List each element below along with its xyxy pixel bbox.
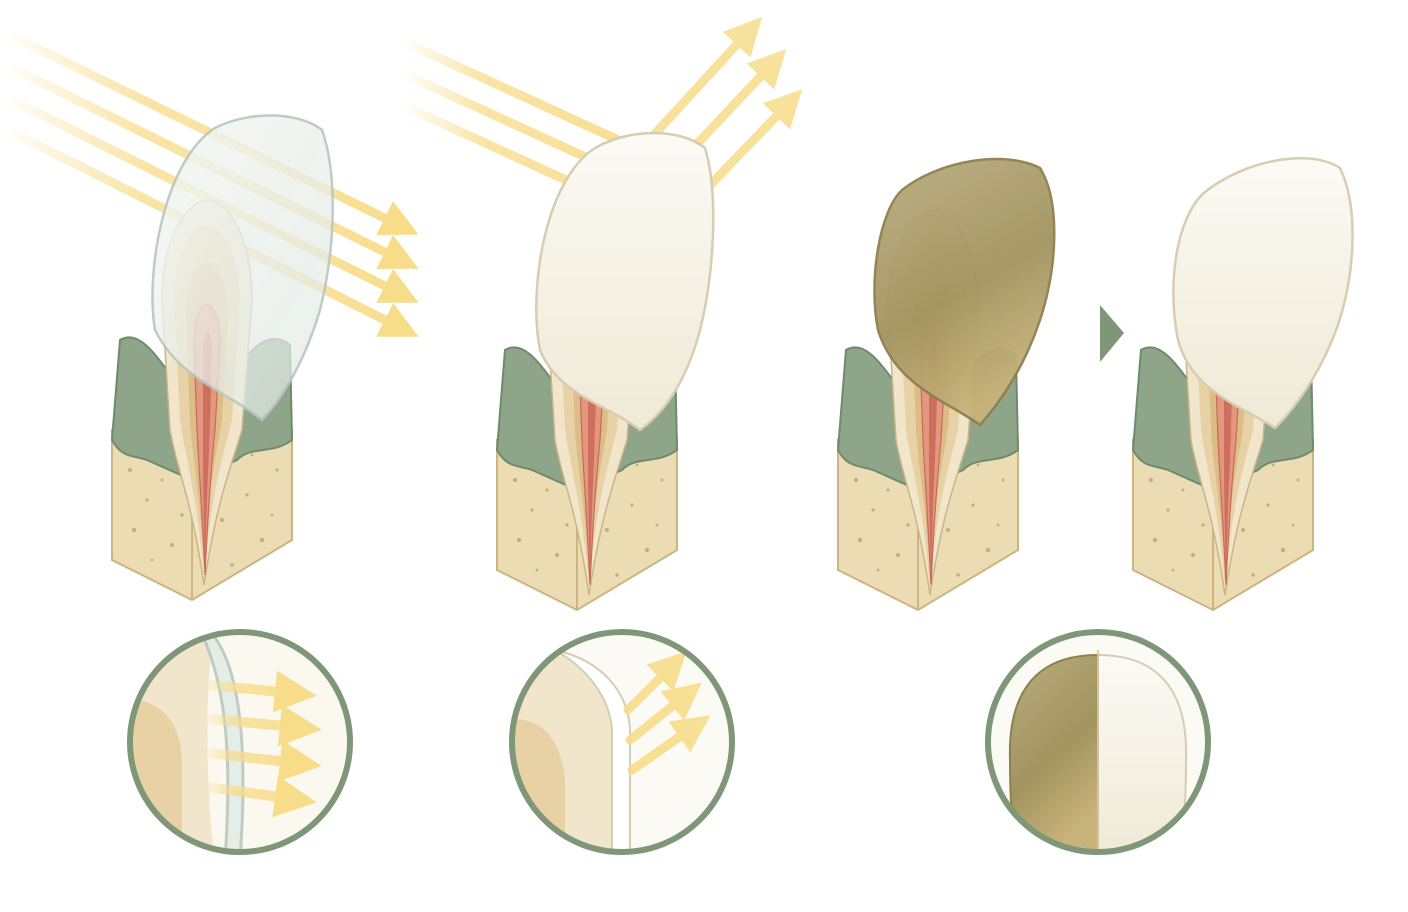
panel-covered-tooth xyxy=(1132,157,1354,611)
panel-translucent-veneer xyxy=(0,25,419,601)
stained-enamel xyxy=(873,157,1056,427)
magnifier-translucent-detail xyxy=(127,629,353,855)
panel-opaque-veneer xyxy=(395,16,803,611)
magnifier-opaque-detail xyxy=(509,629,735,855)
translucent-veneer-shell xyxy=(151,114,334,422)
magnifier-before-after xyxy=(985,629,1211,855)
opaque-veneer-shell xyxy=(535,131,715,432)
magnifier-ring xyxy=(985,629,1211,855)
triangle-right-icon xyxy=(1100,305,1124,362)
magnifier-ring xyxy=(509,629,735,855)
white-veneer-shell xyxy=(1172,157,1354,430)
panel-discolored-tooth xyxy=(837,157,1056,611)
magnifier-ring xyxy=(127,629,353,855)
